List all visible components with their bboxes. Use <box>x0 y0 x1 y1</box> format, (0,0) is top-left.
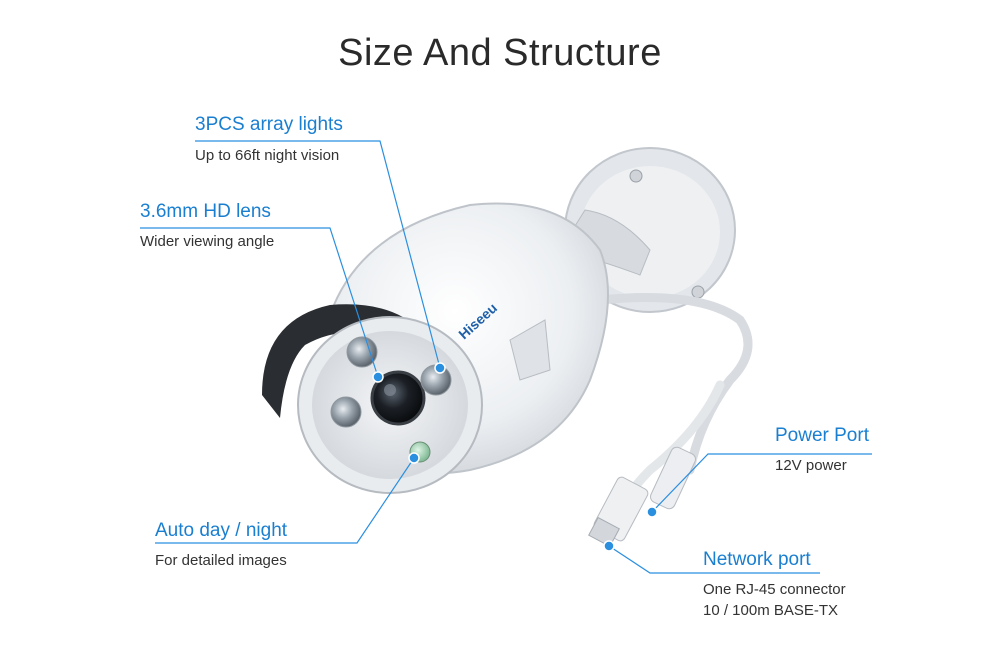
hd-lens-desc: Wider viewing angle <box>140 233 275 250</box>
network-port-desc-line1: One RJ-45 connector <box>703 581 846 598</box>
network-port-desc-line2: 10 / 100m BASE-TX <box>703 602 839 619</box>
array-lights-title: 3PCS array lights <box>195 114 343 135</box>
callout-line-auto-day-night <box>155 457 415 544</box>
connectors <box>588 446 696 548</box>
dot-power-port <box>646 506 658 518</box>
network-port-title: Network port <box>703 549 811 570</box>
dot-hd-lens <box>372 371 384 383</box>
auto-day-night-title: Auto day / night <box>155 520 288 541</box>
power-port-title: Power Port <box>775 425 869 446</box>
page-title: Size And Structure <box>338 32 662 74</box>
wall-mount <box>559 147 736 313</box>
dot-network-port <box>603 540 615 552</box>
callout-line-power-port <box>651 453 872 513</box>
callout-lines <box>140 140 872 574</box>
array-lights-desc: Up to 66ft night vision <box>195 147 340 164</box>
power-port-desc: 12V power <box>775 457 847 474</box>
hd-lens-title: 3.6mm HD lens <box>140 201 271 222</box>
callout-line-array-lights <box>195 140 441 369</box>
callout-line-hd-lens <box>140 227 379 378</box>
camera-body: Hiseeu <box>262 202 609 494</box>
callout-line-network-port <box>608 545 820 574</box>
dot-array-lights <box>434 362 446 374</box>
callout-dots <box>372 362 658 552</box>
auto-day-night-desc: For detailed images <box>155 552 287 569</box>
dot-auto-day-night <box>408 452 420 464</box>
